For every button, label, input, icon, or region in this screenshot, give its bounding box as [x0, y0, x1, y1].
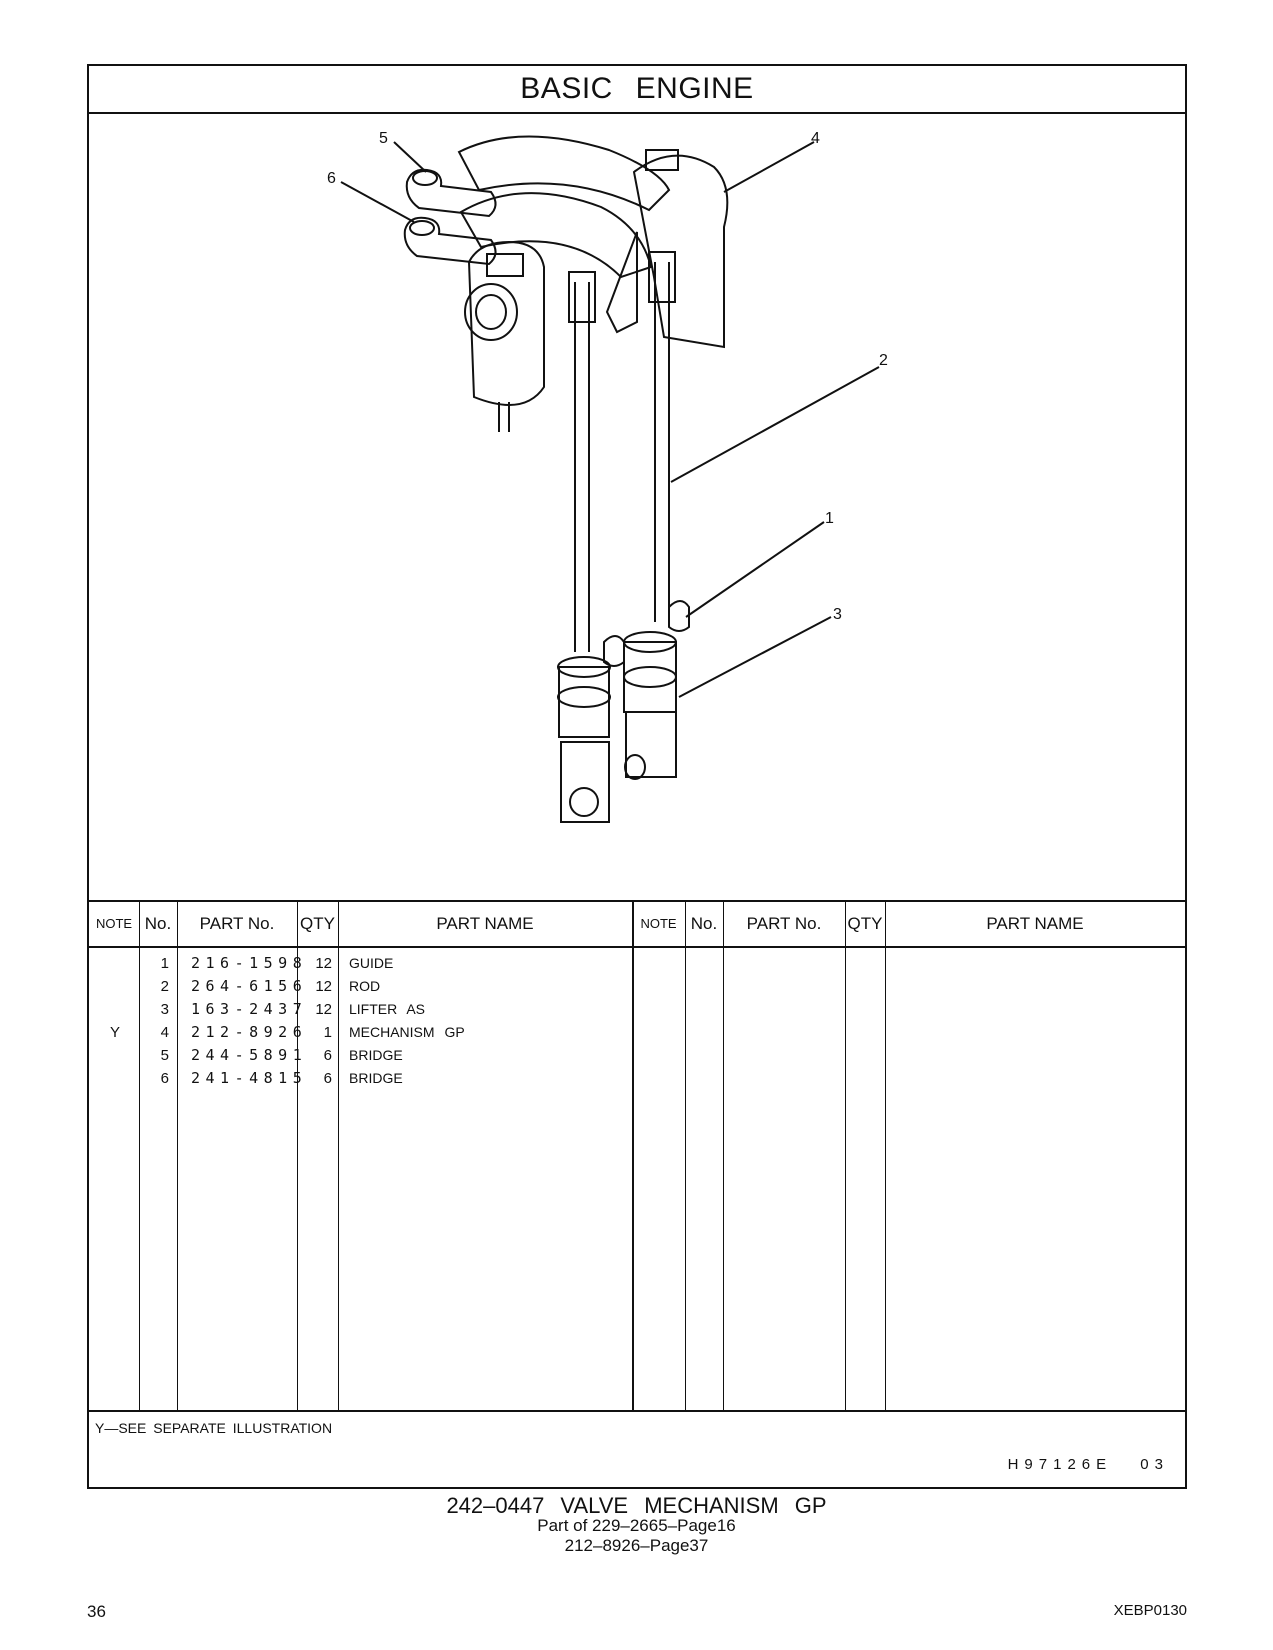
- row-part-no: 244-5891: [191, 1046, 308, 1064]
- header-part-no: PART No.: [199, 914, 275, 933]
- row-part-no: 241-4815: [191, 1069, 308, 1087]
- caption-part-of: Part of 229–2665–Page16: [537, 1516, 736, 1535]
- header-part-name-2: PART NAME: [986, 914, 1084, 933]
- header-no-2: No.: [690, 914, 718, 933]
- document-id: XEBP0130: [1113, 1602, 1187, 1619]
- row-part-name: BRIDGE: [349, 1070, 403, 1086]
- row-no: 4: [160, 1024, 169, 1041]
- row-no: 5: [160, 1047, 169, 1064]
- row-qty: 12: [315, 978, 332, 995]
- row-part-name: LIFTER AS: [349, 1001, 426, 1017]
- row-part-no: 163-2437: [191, 1000, 308, 1018]
- row-no: 1: [160, 955, 169, 972]
- table-row: 3 163-2437 12 LIFTER AS: [89, 998, 1185, 1021]
- callout-6: 6: [327, 170, 336, 187]
- row-part-no: 216-1598: [191, 954, 308, 972]
- parts-table-body: 1 216-1598 12 GUIDE 2 264-6156 12 ROD 3 …: [89, 948, 1185, 1412]
- parts-table-header: NOTE No. PART No. QTY PART NAME NOTE No.…: [89, 900, 1185, 948]
- table-row: 1 216-1598 12 GUIDE: [89, 952, 1185, 975]
- row-qty: 6: [323, 1047, 332, 1064]
- row-part-no: 264-6156: [191, 977, 308, 995]
- callout-1: 1: [825, 510, 834, 527]
- table-row: Y 4 212-8926 1 MECHANISM GP: [89, 1021, 1185, 1044]
- callout-2: 2: [879, 352, 888, 369]
- row-no: 3: [160, 1001, 169, 1018]
- header-part-no-2: PART No.: [746, 914, 822, 933]
- callout-4: 4: [811, 130, 820, 147]
- header-part-name: PART NAME: [436, 914, 534, 933]
- row-qty: 12: [315, 955, 332, 972]
- row-note: Y: [109, 1024, 120, 1041]
- row-part-name: ROD: [349, 978, 381, 994]
- exploded-illustration: 5 6 4 2 1 3: [89, 112, 1185, 900]
- row-qty: 12: [315, 1001, 332, 1018]
- header-note: NOTE: [95, 916, 133, 931]
- caption-group-title: 242–0447 VALVE MECHANISM GP: [446, 1493, 827, 1518]
- table-row: 5 244-5891 6 BRIDGE: [89, 1044, 1185, 1067]
- section-title: BASIC ENGINE: [89, 66, 1185, 114]
- illustration-code: H97126E 03: [1007, 1456, 1169, 1473]
- parts-page-frame: BASIC ENGINE: [87, 64, 1187, 1489]
- caption-page-ref: 212–8926–Page37: [564, 1536, 709, 1555]
- valve-mechanism-drawing: [340, 135, 880, 823]
- header-no: No.: [144, 914, 172, 933]
- callout-5: 5: [379, 130, 388, 147]
- row-part-no: 212-8926: [191, 1023, 308, 1041]
- row-part-name: MECHANISM GP: [349, 1024, 465, 1040]
- row-qty: 6: [323, 1070, 332, 1087]
- row-no: 2: [160, 978, 169, 995]
- footnote: Y—SEE SEPARATE ILLUSTRATION: [95, 1420, 333, 1436]
- row-qty: 1: [323, 1024, 332, 1041]
- row-part-name: GUIDE: [349, 955, 394, 971]
- header-qty: QTY: [300, 914, 335, 933]
- table-row: 6 241-4815 6 BRIDGE: [89, 1067, 1185, 1090]
- header-note-2: NOTE: [640, 916, 677, 931]
- table-row: 2 264-6156 12 ROD: [89, 975, 1185, 998]
- row-no: 6: [160, 1070, 169, 1087]
- row-part-name: BRIDGE: [349, 1047, 403, 1063]
- page-number: 36: [87, 1602, 106, 1621]
- callout-3: 3: [833, 606, 842, 623]
- header-qty-2: QTY: [847, 914, 883, 933]
